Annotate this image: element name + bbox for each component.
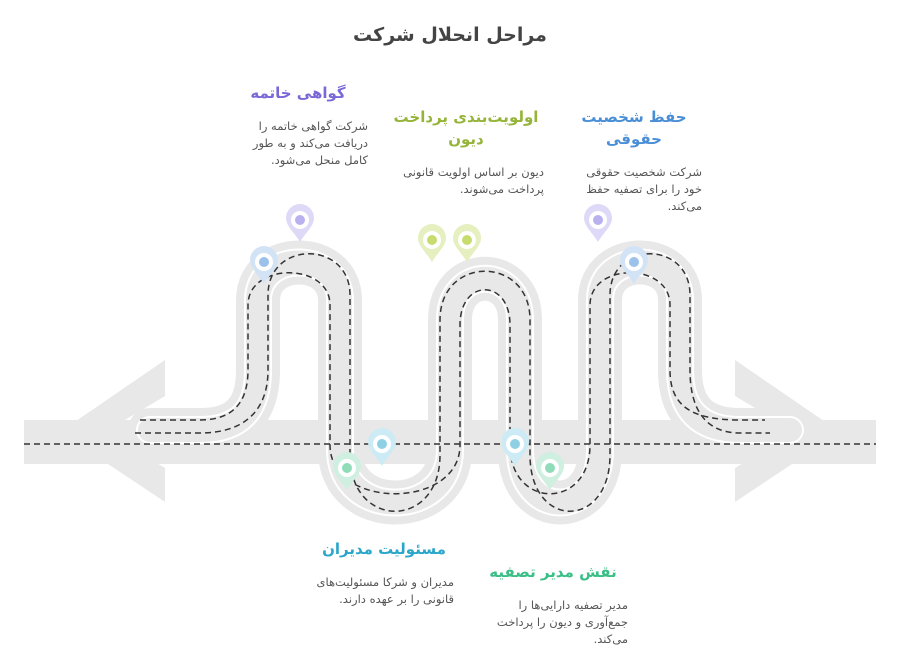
step-title: نقش مدیر تصفیه — [489, 563, 617, 581]
location-pin-icon — [418, 224, 446, 262]
arrow-right-icon — [735, 360, 840, 502]
location-pin-icon — [453, 224, 481, 262]
location-pin-icon — [250, 246, 278, 284]
step-description: مدیران و شرکا مسئولیت‌های قانونی را بر ع… — [316, 575, 454, 606]
step-title: گواهی خاتمه — [250, 84, 346, 102]
location-pin-icon — [286, 204, 314, 242]
step-description: شرکت گواهی خاتمه را دریافت می‌کند و به ط… — [252, 119, 368, 167]
page-title: مراحل انحلال شرکت — [353, 24, 547, 46]
location-pin-icon — [333, 452, 361, 490]
location-pin-icon — [536, 452, 564, 490]
step-certificate: گواهی خاتمه شرکت گواهی خاتمه را دریافت م… — [228, 82, 368, 169]
step-title: مسئولیت مدیران — [322, 540, 446, 558]
step-title: اولویت‌بندی پرداخت دیون — [393, 108, 539, 148]
step-legal-personality: حفظ شخصیت حقوقی شرکت شخصیت حقوقی خود را … — [566, 106, 702, 215]
lane-line-outer — [135, 253, 770, 512]
step-liquidator: نقش مدیر تصفیه مدیر تصفیه دارایی‌ها را ج… — [478, 561, 628, 648]
location-pin-icon — [368, 428, 396, 466]
step-title: حفظ شخصیت حقوقی — [581, 108, 687, 148]
location-pin-icon — [584, 204, 612, 242]
step-description: شرکت شخصیت حقوقی خود را برای تصفیه حفظ م… — [586, 165, 702, 213]
arrow-left-icon — [60, 360, 165, 502]
step-description: دیون بر اساس اولویت قانونی پرداخت می‌شون… — [403, 165, 544, 196]
step-managers: مسئولیت مدیران مدیران و شرکا مسئولیت‌های… — [314, 538, 454, 608]
step-description: مدیر تصفیه دارایی‌ها را جمع‌آوری و دیون … — [496, 598, 628, 646]
location-pin-icon — [501, 428, 529, 466]
step-debt-priority: اولویت‌بندی پرداخت دیون دیون بر اساس اول… — [388, 106, 544, 198]
location-pin-icon — [620, 246, 648, 284]
